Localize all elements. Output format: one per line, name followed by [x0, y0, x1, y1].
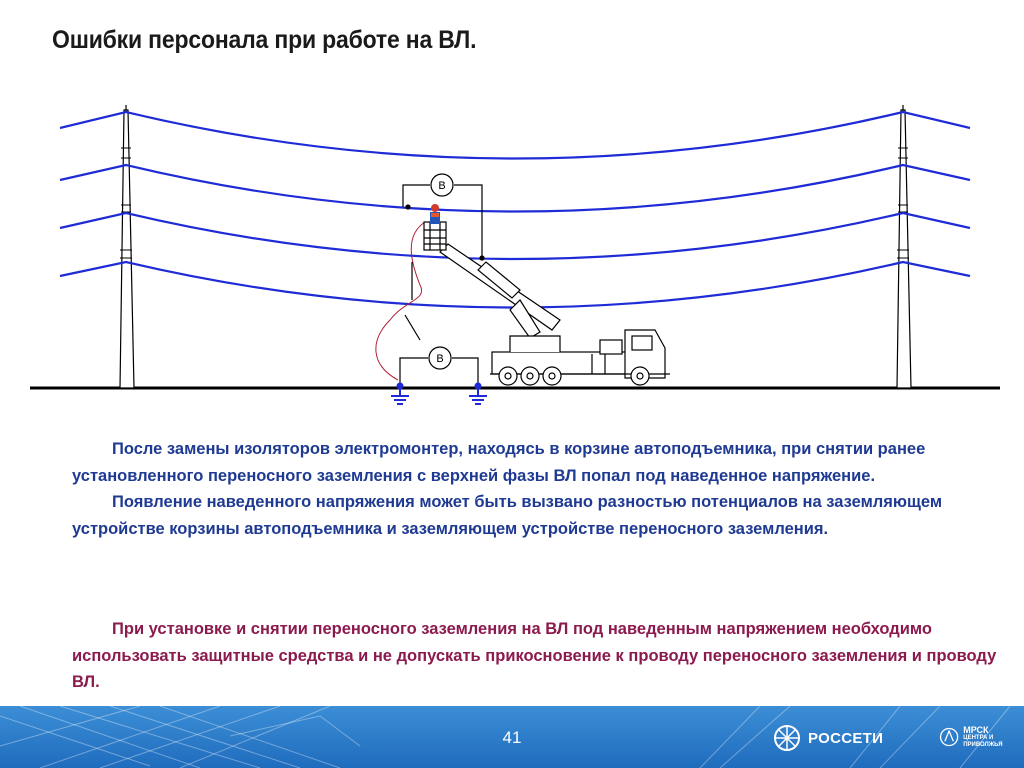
aerial-lift-boom [439, 243, 561, 339]
wire-phase-3 [59, 211, 971, 261]
incident-paragraph-1: После замены изоляторов электромонтер, н… [72, 440, 926, 485]
bottom-voltmeter-label: В [436, 353, 443, 365]
footer-tower-pattern [0, 706, 1011, 768]
rosseti-logo: РОССЕТИ [772, 724, 883, 752]
rosseti-logo-icon [774, 725, 800, 751]
worker [430, 204, 440, 224]
portable-grounding-rope [375, 221, 426, 381]
mrsk-logo-subname: ЦЕНТРА И ПРИВОЛЖЬЯ [963, 735, 1003, 748]
overhead-line-diagram: В В [30, 105, 1000, 405]
safety-warning: При установке и снятии переносного зазем… [72, 616, 1007, 696]
ground-symbol-left [391, 382, 409, 405]
wire-phase-2 [59, 163, 971, 213]
ground-symbol-right [469, 382, 487, 405]
slide-title: Ошибки персонала при работе на ВЛ. [52, 26, 477, 54]
wire-phase-1 [59, 110, 971, 160]
top-voltmeter-circuit [402, 184, 485, 261]
mrsk-logo-icon [939, 727, 959, 747]
bottom-voltmeter: В [428, 346, 452, 370]
right-tower [896, 105, 912, 389]
left-tower [119, 105, 135, 389]
page-number: 41 [0, 728, 1024, 748]
top-voltmeter: В [430, 173, 454, 197]
rosseti-logo-text: РОССЕТИ [808, 729, 884, 747]
incident-description: После замены изоляторов электромонтер, н… [72, 436, 1007, 542]
lift-basket [423, 221, 447, 251]
mrsk-logo-name: МРСК [963, 725, 989, 735]
footer-bar: 41 РОССЕТИ МРСК ЦЕНТРА И ПРИВОЛЖЬЯ [0, 706, 1024, 768]
safety-warning-paragraph: При установке и снятии переносного зазем… [72, 620, 997, 691]
truck [490, 329, 670, 386]
page-number-text: 41 [502, 728, 522, 747]
bottom-voltmeter-circuit [399, 357, 479, 388]
grounding-rod [404, 262, 421, 341]
mrsk-logo-text: МРСК ЦЕНТРА И ПРИВОЛЖЬЯ [963, 725, 1024, 749]
incident-paragraph-2: Появление наведенного напряжения может б… [72, 493, 943, 538]
mrsk-logo: МРСК ЦЕНТРА И ПРИВОЛЖЬЯ [938, 722, 1024, 752]
phase-wires [59, 110, 971, 309]
top-voltmeter-label: В [438, 180, 445, 192]
